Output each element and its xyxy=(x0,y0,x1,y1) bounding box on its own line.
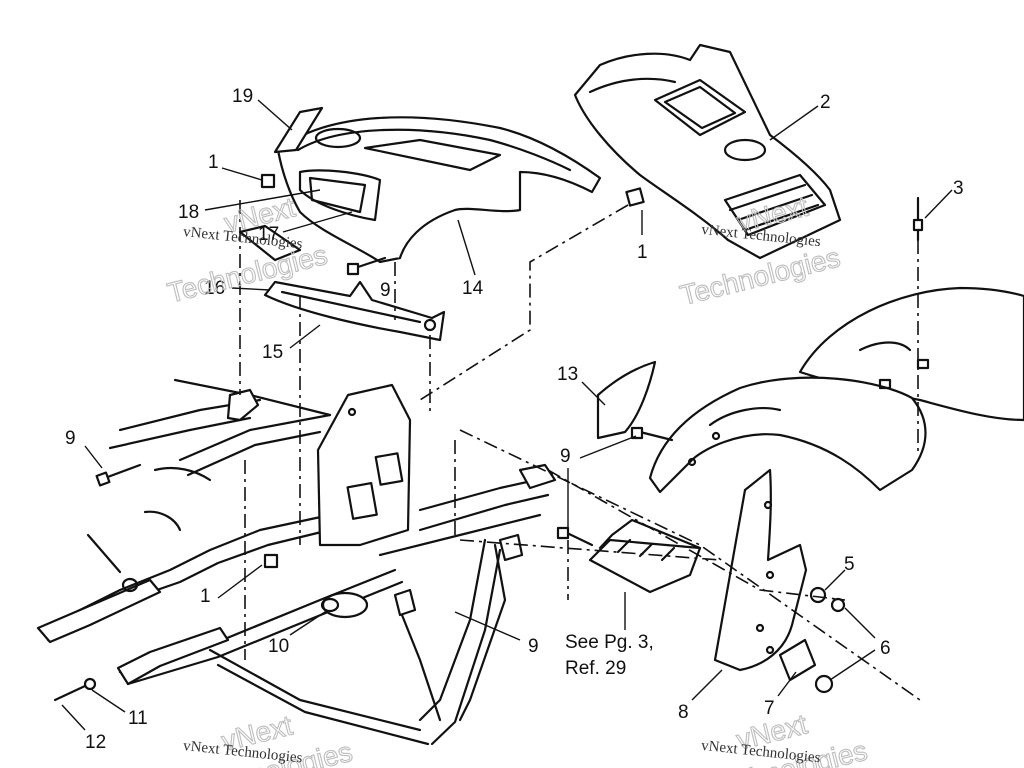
film-part xyxy=(596,360,657,440)
callout-9: 9 xyxy=(65,428,76,449)
callout-2: 2 xyxy=(820,92,831,113)
nut-part xyxy=(809,586,827,604)
callout-5: 5 xyxy=(844,554,855,575)
bolt-part xyxy=(630,426,674,442)
trim-piece-part xyxy=(238,224,446,342)
callout-9: 9 xyxy=(528,636,539,657)
frame-part xyxy=(36,378,557,746)
callout-7: 7 xyxy=(764,698,775,719)
callout-16: 16 xyxy=(204,278,225,299)
callout-1: 1 xyxy=(200,586,211,607)
callout-13: 13 xyxy=(557,364,578,385)
bolt-part xyxy=(912,196,924,242)
bracket-part xyxy=(778,638,817,682)
reflector-part xyxy=(588,518,702,594)
fender-part xyxy=(648,286,1024,494)
clip-part xyxy=(625,187,645,207)
bolt-part xyxy=(53,677,97,702)
tab-part xyxy=(273,106,324,154)
callout-1: 1 xyxy=(637,242,648,263)
bolt-part xyxy=(556,526,594,547)
callout-17: 17 xyxy=(258,224,279,245)
callout-3: 3 xyxy=(953,178,964,199)
nut-part xyxy=(830,597,846,613)
leader-lines xyxy=(61,99,953,731)
console-part xyxy=(573,43,842,260)
callout-1: 1 xyxy=(208,152,219,173)
nut-part xyxy=(814,674,834,694)
reference-note-line2: Ref. 29 xyxy=(565,658,626,679)
front-panel-part xyxy=(276,116,602,264)
callout-18: 18 xyxy=(178,202,199,223)
callout-9: 9 xyxy=(560,446,571,467)
callout-10: 10 xyxy=(268,636,289,657)
callout-8: 8 xyxy=(678,702,689,723)
callout-19: 19 xyxy=(232,86,253,107)
clip-part xyxy=(260,173,276,189)
spring-part xyxy=(86,533,122,574)
callout-15: 15 xyxy=(262,342,283,363)
bolt-part xyxy=(95,463,142,487)
assembly-lines xyxy=(239,200,921,701)
clip-part xyxy=(263,553,279,569)
callout-labels: 19 1 18 17 16 15 14 9 2 1 3 13 9 9 5 6 1… xyxy=(65,86,964,753)
callout-14: 14 xyxy=(462,278,484,299)
callout-11: 11 xyxy=(128,708,148,729)
mud-flap-part xyxy=(713,468,808,672)
callout-6: 6 xyxy=(880,638,891,659)
callout-9: 9 xyxy=(380,280,391,301)
bolt-part xyxy=(346,256,387,276)
reference-note-line1: See Pg. 3, xyxy=(565,632,654,653)
callout-12: 12 xyxy=(85,732,106,753)
